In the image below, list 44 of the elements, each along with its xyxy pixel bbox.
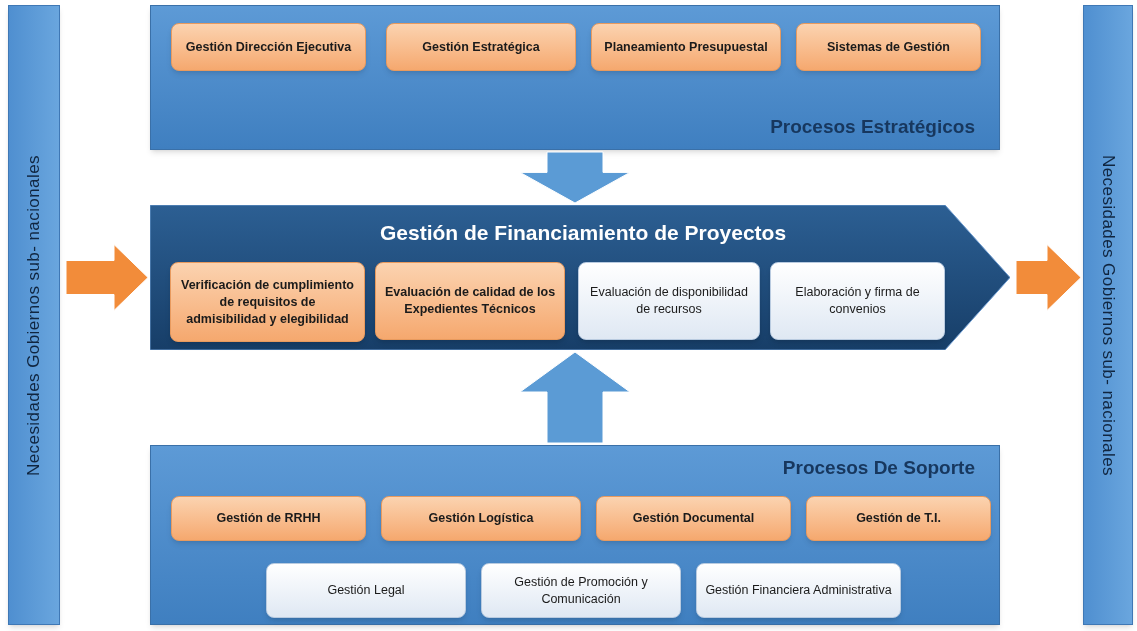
- box-label: Gestión Legal: [327, 582, 405, 599]
- process-box: [171, 23, 366, 71]
- process-box: [578, 262, 760, 340]
- box-label: Planeamiento Presupuestal: [604, 38, 768, 56]
- chevron-panel: [150, 205, 1010, 350]
- process-box: [170, 262, 365, 342]
- process-panel: [150, 445, 1000, 625]
- process-box: [796, 23, 981, 71]
- band-label: Necesidades Gobiernos sub- nacionales: [23, 154, 45, 476]
- block-arrow: [519, 151, 631, 204]
- block-arrow: [1015, 244, 1082, 311]
- box-label: Gestión Documental: [632, 510, 755, 527]
- process-box: [806, 496, 991, 541]
- box-label: Verificación de cumplimiento de requisitos de admisibilidad y elegibilidad: [180, 276, 355, 328]
- box-label: Gestión de RRHH: [216, 510, 321, 527]
- side-band: [8, 5, 60, 625]
- panel-heading: Procesos Estratégicos: [770, 114, 975, 139]
- block-arrow: [519, 351, 631, 444]
- process-panel: [150, 5, 1000, 150]
- process-box: [266, 563, 466, 618]
- box-label: Sistemas de Gestión: [827, 38, 950, 56]
- box-label: Elaboración y firma de convenios: [794, 284, 921, 318]
- process-box: [591, 23, 781, 71]
- process-box: [386, 23, 576, 71]
- box-label: Evaluación de disponibilidad de recursos: [589, 284, 749, 318]
- box-label: Gestión Financiera Administrativa: [705, 582, 892, 599]
- panel-heading: Procesos De Soporte: [782, 456, 975, 480]
- box-label: Gestión Logística: [428, 510, 534, 527]
- process-box: [171, 496, 366, 541]
- side-band: [1083, 5, 1133, 625]
- process-box: [770, 262, 945, 340]
- process-box: [381, 496, 581, 541]
- box-label: Gestión de Promoción y Comunicación: [513, 573, 649, 608]
- box-label: Gestión de T.I.: [856, 510, 941, 527]
- band-label: Necesidades Gobiernos sub- nacionales: [1097, 154, 1119, 476]
- process-box: [596, 496, 791, 541]
- box-label: Evaluación de calidad de los Expedientes Técnicos: [384, 284, 556, 318]
- box-label: Gestión Dirección Ejecutiva: [185, 38, 352, 56]
- block-arrow: [65, 244, 149, 311]
- process-box: [696, 563, 901, 618]
- panel-title: Gestión de Financiamiento de Proyectos: [380, 220, 787, 246]
- process-box: [481, 563, 681, 618]
- box-label: Gestión Estratégica: [422, 38, 540, 56]
- process-box: [375, 262, 565, 340]
